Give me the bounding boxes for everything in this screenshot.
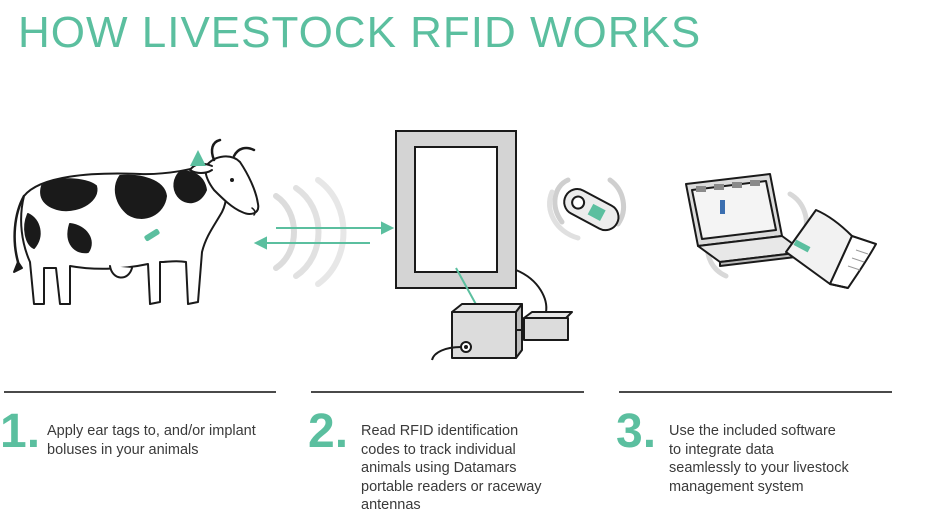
ear-tag-icon xyxy=(190,150,206,166)
divider-step-3 xyxy=(619,391,892,393)
panel-antenna-icon xyxy=(395,130,517,289)
handheld-reader-icon xyxy=(547,177,627,241)
signal-arrows xyxy=(253,221,395,250)
radio-wave-icon xyxy=(273,177,347,287)
reader-box-icon xyxy=(431,303,573,361)
laptop-icon xyxy=(685,173,809,279)
cow-icon xyxy=(13,138,260,305)
rfid-illustration xyxy=(13,130,877,361)
step-description: Apply ear tags to, and/or implant boluse… xyxy=(47,423,256,458)
bolus-implant-icon xyxy=(144,228,160,242)
step-number: 3. xyxy=(616,405,657,458)
step-number: 1. xyxy=(0,405,41,458)
step-number: 2. xyxy=(308,405,349,458)
step-description: Read RFID identification codes to track … xyxy=(361,423,542,513)
divider-step-1 xyxy=(4,391,276,393)
page-title: HOW LIVESTOCK RFID WORKS xyxy=(18,8,702,57)
record-book-icon xyxy=(785,209,877,289)
step-description: Use the included software to integrate d… xyxy=(669,423,849,495)
divider-step-2 xyxy=(311,391,584,393)
